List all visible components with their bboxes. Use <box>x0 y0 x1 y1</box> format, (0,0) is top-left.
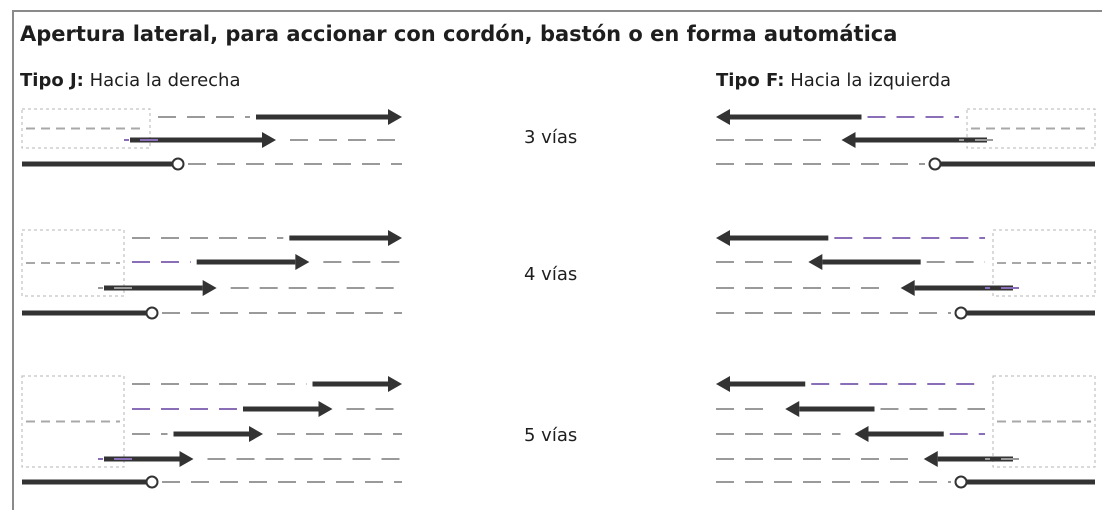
tipo-f-diagram-5 <box>716 375 1096 489</box>
stacked-panel-outline <box>21 229 125 297</box>
pivot-circle <box>954 475 968 489</box>
panel-arrow-head <box>900 280 915 296</box>
stacked-panel-outline <box>992 229 1096 297</box>
panel-arrow-head <box>785 401 800 417</box>
group-5-vias <box>21 375 1096 489</box>
group-4-vias <box>21 229 1096 320</box>
type-f-heading: Tipo F: Hacia la izquierda <box>716 70 951 91</box>
pivot-circle <box>954 306 968 320</box>
panel-arrow-head <box>388 230 402 246</box>
stacked-panel-outline <box>966 108 1096 149</box>
panel-arrow-head <box>179 451 194 467</box>
panel-arrow-head <box>202 280 217 296</box>
panel-arrow-head <box>262 132 276 148</box>
panel-arrow-head <box>249 426 263 442</box>
pivot-circle <box>928 157 942 171</box>
label-3-vias: 3 vías <box>524 127 578 148</box>
type-j-description: Hacia la derecha <box>89 70 241 91</box>
type-j-code: Tipo J: <box>20 70 84 91</box>
panel-arrow-head <box>388 109 402 125</box>
panel-arrow-head <box>295 254 310 270</box>
stacked-panel-outline <box>21 108 151 149</box>
diagram-frame <box>12 10 1102 510</box>
panel-arrow-head <box>854 426 869 442</box>
tipo-f-diagram-4 <box>716 229 1096 320</box>
pivot-circle <box>171 157 185 171</box>
type-f-code: Tipo F: <box>716 70 785 91</box>
stacked-panel-outline <box>992 375 1096 468</box>
panel-arrow-head <box>388 376 402 392</box>
stacked-panel-outline <box>21 375 125 468</box>
pivot-circle <box>145 475 159 489</box>
tipo-j-diagram-4 <box>21 229 402 320</box>
label-5-vias: 5 vías <box>524 425 578 446</box>
diagram-title: Apertura lateral, para accionar con cord… <box>20 22 898 46</box>
panel-arrow-head <box>716 230 730 246</box>
panel-arrow-head <box>808 254 823 270</box>
panel-arrow-head <box>716 109 730 125</box>
label-4-vias: 4 vías <box>524 264 578 285</box>
panel-arrow-head <box>923 451 938 467</box>
tipo-f-diagram-3 <box>716 108 1096 171</box>
type-f-description: Hacia la izquierda <box>790 70 952 91</box>
panel-arrow-head <box>716 376 730 392</box>
pivot-circle <box>145 306 159 320</box>
tipo-j-diagram-3 <box>21 108 402 171</box>
type-j-heading: Tipo J: Hacia la derecha <box>20 70 241 91</box>
panel-arrow-head <box>841 132 856 148</box>
panel-arrow-head <box>318 401 333 417</box>
tipo-j-diagram-5 <box>21 375 402 489</box>
group-3-vias <box>21 108 1096 171</box>
